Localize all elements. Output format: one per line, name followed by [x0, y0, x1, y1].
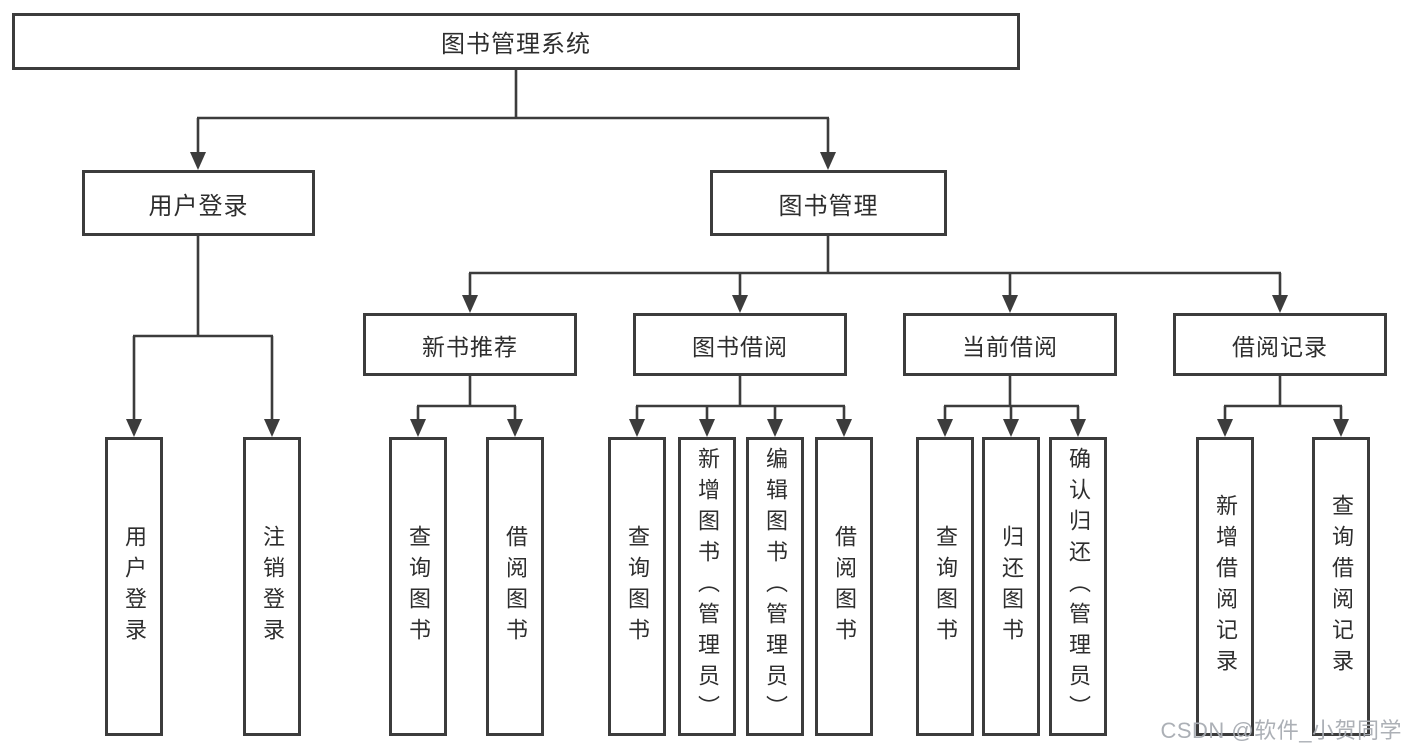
- leaf-label: 确认归还（管理员）: [1066, 447, 1091, 726]
- node-borrowing-records: 借阅记录: [1173, 313, 1387, 376]
- node-library-system: 图书管理系统: [12, 13, 1020, 70]
- leaf-user-login: 用户登录: [105, 437, 163, 736]
- arrowheads: [126, 152, 1349, 437]
- arrow-down-icon: [126, 419, 142, 437]
- arrow-down-icon: [836, 419, 852, 437]
- arrow-down-icon: [507, 419, 523, 437]
- node-user-login: 用户登录: [82, 170, 315, 236]
- leaf-borrow-books: 借阅图书: [815, 437, 873, 736]
- leaf-confirm-return-admin: 确认归还（管理员）: [1049, 437, 1107, 736]
- leaf-edit-books-admin: 编辑图书（管理员）: [746, 437, 804, 736]
- leaf-label: 查询图书: [933, 524, 958, 649]
- node-label: 图书借阅: [692, 333, 788, 360]
- arrow-down-icon: [1003, 419, 1019, 437]
- arrow-down-icon: [820, 152, 836, 170]
- leaf-return-books: 归还图书: [982, 437, 1040, 736]
- arrow-down-icon: [190, 152, 206, 170]
- arrow-down-icon: [732, 295, 748, 313]
- node-label: 图书管理系统: [441, 31, 591, 58]
- node-label: 新书推荐: [422, 333, 518, 360]
- connector-lines: [132, 70, 1343, 433]
- leaf-borrow-books-newbook: 借阅图书: [486, 437, 544, 736]
- leaf-add-borrow-record: 新增借阅记录: [1196, 437, 1254, 736]
- node-label: 当前借阅: [962, 333, 1058, 360]
- arrow-down-icon: [462, 295, 478, 313]
- leaf-logout: 注销登录: [243, 437, 301, 736]
- arrow-down-icon: [1272, 295, 1288, 313]
- leaf-label: 注销登录: [260, 524, 285, 649]
- leaf-label: 借阅图书: [503, 524, 528, 649]
- node-book-management: 图书管理: [710, 170, 947, 236]
- node-label: 借阅记录: [1232, 333, 1328, 360]
- node-label: 用户登录: [148, 192, 249, 220]
- leaf-label: 新增图书（管理员）: [695, 447, 720, 726]
- arrow-down-icon: [1002, 295, 1018, 313]
- leaf-query-books-current: 查询图书: [916, 437, 974, 736]
- node-new-book-recommend: 新书推荐: [363, 313, 577, 376]
- node-current-borrowing: 当前借阅: [903, 313, 1117, 376]
- arrow-down-icon: [1070, 419, 1086, 437]
- leaf-query-books-borrowing: 查询图书: [608, 437, 666, 736]
- leaf-label: 用户登录: [122, 524, 147, 649]
- leaf-label: 查询图书: [625, 524, 650, 649]
- node-label: 图书管理: [778, 192, 879, 220]
- arrow-down-icon: [264, 419, 280, 437]
- arrow-down-icon: [1217, 419, 1233, 437]
- leaf-query-borrow-record: 查询借阅记录: [1312, 437, 1370, 736]
- leaf-label: 借阅图书: [832, 524, 857, 649]
- leaf-label: 查询图书: [406, 524, 431, 649]
- arrow-down-icon: [767, 419, 783, 437]
- csdn-watermark: CSDN @软件_小贺同学: [1160, 718, 1402, 743]
- arrow-down-icon: [699, 419, 715, 437]
- leaf-label: 编辑图书（管理员）: [763, 447, 788, 726]
- arrow-down-icon: [629, 419, 645, 437]
- node-book-borrowing: 图书借阅: [633, 313, 847, 376]
- arrow-down-icon: [1333, 419, 1349, 437]
- arrow-down-icon: [937, 419, 953, 437]
- leaf-add-books-admin: 新增图书（管理员）: [678, 437, 736, 736]
- leaf-label: 新增借阅记录: [1213, 493, 1238, 680]
- leaf-label: 查询借阅记录: [1329, 493, 1354, 680]
- leaf-query-books-newbook: 查询图书: [389, 437, 447, 736]
- leaf-label: 归还图书: [999, 524, 1024, 649]
- arrow-down-icon: [410, 419, 426, 437]
